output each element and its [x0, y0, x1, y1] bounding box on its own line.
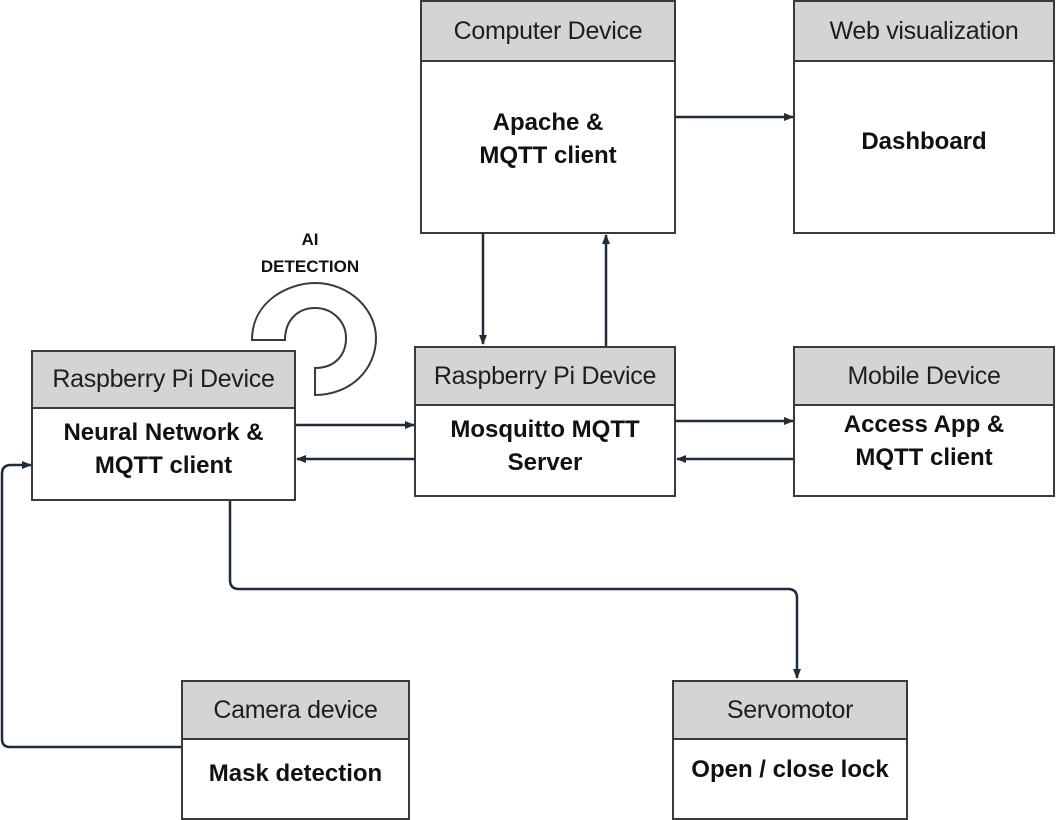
node-body: Neural Network & MQTT client [33, 409, 294, 499]
node-body-line: Neural Network & [63, 419, 264, 446]
node-header: Mobile Device [795, 348, 1053, 406]
edge-camera-to-nn [0, 461, 181, 749]
node-mobile-device[interactable]: Mobile Device Access App & MQTT client [793, 346, 1055, 497]
node-body-line: MQTT client [94, 452, 233, 479]
node-body: Open / close lock [674, 740, 906, 818]
ai-label-line1: AI [301, 230, 319, 249]
node-servomotor[interactable]: Servomotor Open / close lock [672, 680, 908, 820]
node-body-line: Open / close lock [691, 755, 889, 783]
node-web-visualization[interactable]: Web visualization Dashboard [793, 0, 1055, 234]
node-body-line: Dashboard [861, 127, 987, 155]
node-body-line: Server [507, 448, 583, 476]
node-header: Camera device [183, 682, 408, 740]
ai-label-line2: DETECTION [260, 257, 360, 276]
node-body: Mosquitto MQTT Server [416, 406, 674, 495]
node-computer-device[interactable]: Computer Device Apache & MQTT client [420, 0, 676, 234]
node-body: Access App & MQTT client [795, 406, 1053, 495]
node-body: Dashboard [795, 62, 1053, 232]
node-body-line: Access App & [843, 410, 1005, 438]
node-camera-device[interactable]: Camera device Mask detection [181, 680, 410, 820]
node-header: Web visualization [795, 2, 1053, 62]
node-raspberry-pi-nn[interactable]: Raspberry Pi Device Neural Network & MQT… [31, 350, 296, 501]
node-header: Computer Device [422, 2, 674, 62]
node-body: Mask detection [183, 740, 408, 818]
node-body-line: MQTT client [479, 142, 617, 169]
ai-detection-label: AI DETECTION [240, 226, 380, 280]
node-header: Raspberry Pi Device [33, 352, 294, 409]
node-body: Apache & MQTT client [422, 62, 674, 232]
node-raspberry-pi-broker[interactable]: Raspberry Pi Device Mosquitto MQTT Serve… [414, 346, 676, 497]
node-header: Servomotor [674, 682, 906, 740]
node-body-line: Mosquitto MQTT [450, 415, 640, 443]
ai-detection-loop-icon [250, 281, 378, 397]
node-body-line: MQTT client [855, 443, 993, 471]
edge-nn-to-servo [228, 501, 801, 679]
node-body-line: Apache & [492, 109, 604, 136]
node-header: Raspberry Pi Device [416, 348, 674, 406]
node-body-line: Mask detection [208, 759, 383, 787]
